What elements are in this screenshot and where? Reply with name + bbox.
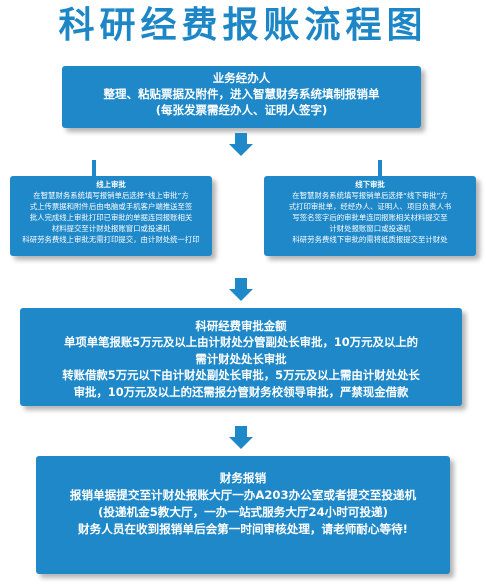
- step-reimbursement-line: 财务人员在收到报销单后会第一时间审核处理，请老师耐心等待!: [78, 522, 408, 536]
- step-reimbursement-line: (投递机金5教大厅，一办一站式服务大厅24小时可投递): [98, 505, 388, 519]
- step-approval-amount-heading: 科研经费审批金额: [195, 319, 287, 333]
- step-reimbursement-box: 财务报销 报销单据提交至计财处报账大厅一办A203办公室或者提交至投递机 (投递…: [36, 456, 450, 574]
- step-online-approval-line: 在智慧财务系统填写报销单后选择“线上审批”方: [33, 190, 189, 200]
- step-approval-amount-line: 审批，10万元及以上的还需报分管财务校领导审批，严禁现金借款: [73, 384, 409, 399]
- step-applicant-line: (每张发票需经办人、证明人签字): [155, 103, 328, 117]
- step-reimbursement-heading: 财务报销: [219, 471, 267, 485]
- step-applicant-line: 整理、粘贴票据及附件，进入智慧财务系统填制报销单: [103, 87, 380, 101]
- step-offline-approval-line: 科研劳务费线下审批的需将纸质报提交至计财处: [292, 234, 448, 244]
- page-title: 科研经费报账流程图: [58, 5, 428, 46]
- step-online-approval-box: 线上审批 在智慧财务系统填写报销单后选择“线上审批”方 式上传票据和附件后由电脑…: [10, 176, 212, 256]
- step-offline-approval-box: 线下审批 在智慧财务系统填写报销单后选择“线下审批”方 式打印审批单，经经办人、…: [264, 176, 476, 256]
- branch-connector-right: [378, 160, 382, 176]
- step-applicant-heading: 业务经办人: [212, 71, 271, 85]
- step-approval-amount-line: 单项单笔报账5万元及以上由计财处分管副处长审批，10万元及以上的: [63, 335, 419, 350]
- step-offline-approval-heading: 线下审批: [355, 180, 385, 189]
- branch-connector-left: [92, 160, 96, 176]
- step-approval-amount-box: 科研经费审批金额 单项单笔报账5万元及以上由计财处分管副处长审批，10万元及以上…: [20, 308, 462, 406]
- step-offline-approval-line: 在智慧财务系统填写报销单后选择“线下审批”方: [292, 190, 448, 200]
- step-offline-approval-line: 式打印审批单，经经办人、证明人、项目负责人书: [288, 201, 452, 211]
- step-online-approval-line: 科研劳务费线上审批无需打印提交，由计财处统一打印: [22, 234, 200, 244]
- step-approval-amount-line: 需计财处处长审批: [195, 351, 287, 366]
- step-reimbursement-line: 报销单据提交至计财处报账大厅一办A203办公室或者提交至投递机: [69, 488, 417, 502]
- step-online-approval-heading: 线上审批: [96, 180, 126, 189]
- step-online-approval-line: 式上传票据和附件后由电脑或手机客户端推送至签: [29, 201, 193, 211]
- step-online-approval-line: 批人完成线上审批打印已审批的单据连同报账相关: [29, 212, 193, 222]
- step-offline-approval-line: 计财处报账窗口或投递机: [329, 223, 411, 233]
- step-applicant-box: 业务经办人 整理、粘贴票据及附件，进入智慧财务系统填制报销单 (每张发票需经办人…: [62, 66, 421, 128]
- step-offline-approval-line: 写签名签字后的审批单连同报账相关材料提交至: [292, 212, 448, 222]
- step-approval-amount-line: 转账借款5万元以下由计财处副处长审批，5万元及以上需由计财处处长: [62, 368, 420, 383]
- step-online-approval-line: 材料提交至计财处报账窗口或投递机: [51, 223, 171, 233]
